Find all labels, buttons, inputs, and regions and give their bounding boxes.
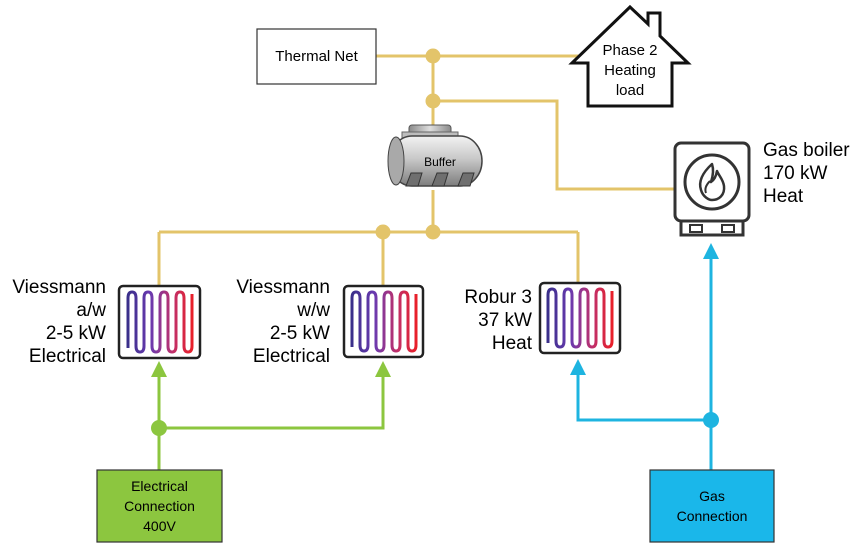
viessmann-aw-unit-icon — [117, 284, 202, 360]
viessmann-ww-line-4: Electrical — [252, 346, 330, 367]
buffer-text: Buffer — [424, 155, 456, 169]
thermal-net-label: Thermal Net — [257, 29, 376, 84]
gas-boiler-line-1: Gas boiler — [763, 140, 850, 161]
electric-arrow-ww — [375, 361, 391, 377]
phase2-line-3: load — [615, 82, 645, 99]
electrical-connection-label: Electrical Connection 400V — [97, 470, 222, 542]
heat-junction-bottom-left — [375, 224, 391, 240]
heat-pipes — [157, 54, 676, 286]
heat-junction-mid — [425, 93, 441, 109]
robur-line-3: Heat — [491, 333, 532, 354]
electrical-connection-line-3: 400V — [143, 518, 176, 534]
heat-junctions — [375, 48, 441, 240]
buffer-tank-icon — [387, 124, 483, 187]
phase2-heating-load-label: Phase 2 Heating load — [588, 38, 672, 104]
viessmann-ww-line-2: w/w — [297, 300, 330, 321]
gas-arrows — [570, 243, 719, 428]
viessmann-aw-line-4: Electrical — [28, 346, 106, 367]
gas-boiler-label: Gas boiler 170 kW Heat — [763, 139, 850, 208]
viessmann-ww-line-3: 2-5 kW — [269, 323, 330, 344]
electric-arrows — [151, 361, 391, 436]
phase2-line-2: Heating — [604, 62, 656, 79]
robur-line-1: Robur 3 — [464, 287, 532, 308]
electric-branch-line — [159, 372, 385, 430]
gas-connection-line-1: Gas — [699, 488, 725, 504]
robur-unit-icon — [538, 281, 622, 355]
heat-junction-bottom-center — [425, 224, 441, 240]
viessmann-ww-label: Viessmann w/w 2-5 kW Electrical — [222, 276, 330, 368]
viessmann-aw-line-2: a/w — [76, 300, 106, 321]
electric-arrow-aw — [151, 361, 167, 377]
phase2-line-1: Phase 2 — [602, 42, 658, 59]
gas-branch-line — [576, 370, 711, 422]
gas-boiler-icon — [673, 141, 751, 237]
viessmann-ww-unit-icon — [342, 284, 425, 359]
electric-junction — [151, 420, 167, 436]
electrical-connection-box — [96, 469, 223, 543]
viessmann-aw-line-1: Viessmann — [12, 277, 106, 298]
thermal-net-text: Thermal Net — [275, 48, 358, 65]
viessmann-aw-line-3: 2-5 kW — [45, 323, 106, 344]
gas-boiler-line-2: 170 kW — [763, 163, 828, 184]
electrical-connection-line-2: Connection — [124, 498, 195, 514]
house-icon — [568, 4, 692, 108]
gas-arrow-robur — [570, 359, 586, 375]
gas-connection-line-2: Connection — [676, 508, 748, 524]
electrical-connection-line-1: Electrical — [131, 478, 188, 494]
viessmann-ww-line-1: Viessmann — [236, 277, 330, 298]
electric-lines — [157, 372, 385, 470]
buffer-label: Buffer — [400, 152, 480, 172]
heat-junction-top — [425, 48, 441, 64]
robur-line-2: 37 kW — [478, 310, 532, 331]
gas-boiler-return-pipe — [433, 99, 676, 191]
gas-junction — [703, 412, 719, 428]
gas-boiler-line-3: Heat — [763, 186, 804, 207]
gas-arrow-boiler — [703, 243, 719, 259]
thermal-net-box — [256, 28, 377, 85]
viessmann-aw-label: Viessmann a/w 2-5 kW Electrical — [0, 276, 106, 368]
robur-label: Robur 3 37 kW Heat — [440, 286, 532, 355]
gas-lines — [576, 255, 713, 470]
gas-connection-box — [649, 469, 775, 543]
gas-connection-label: Gas Connection — [650, 470, 774, 542]
